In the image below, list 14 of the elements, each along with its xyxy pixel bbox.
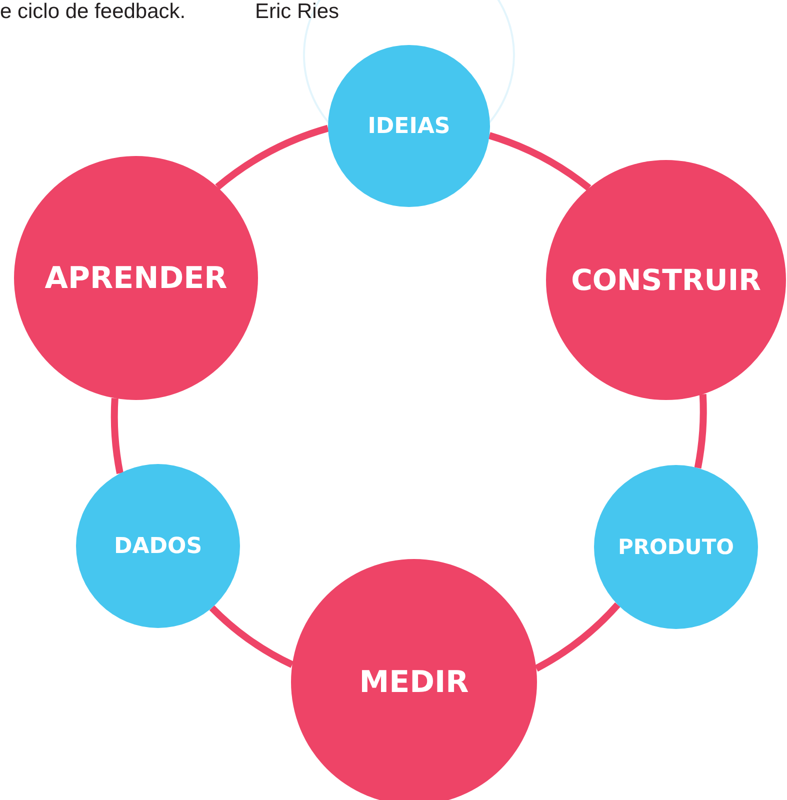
connector-arc [534, 602, 620, 672]
connector-arc [694, 394, 707, 468]
connector-arc [488, 132, 592, 191]
node-label: APRENDER [44, 260, 228, 296]
quote-text: e ciclo de feedback. [0, 0, 186, 24]
node-label: CONSTRUIR [571, 263, 761, 297]
connector-arc [210, 605, 294, 668]
node-label: IDEIAS [368, 114, 450, 138]
connector-arc [215, 124, 330, 190]
connector-arc [110, 398, 124, 474]
node-label: DADOS [114, 534, 202, 558]
author-name: Eric Ries [255, 0, 340, 24]
node-label: PRODUTO [618, 535, 734, 559]
node-label: MEDIR [359, 664, 469, 700]
